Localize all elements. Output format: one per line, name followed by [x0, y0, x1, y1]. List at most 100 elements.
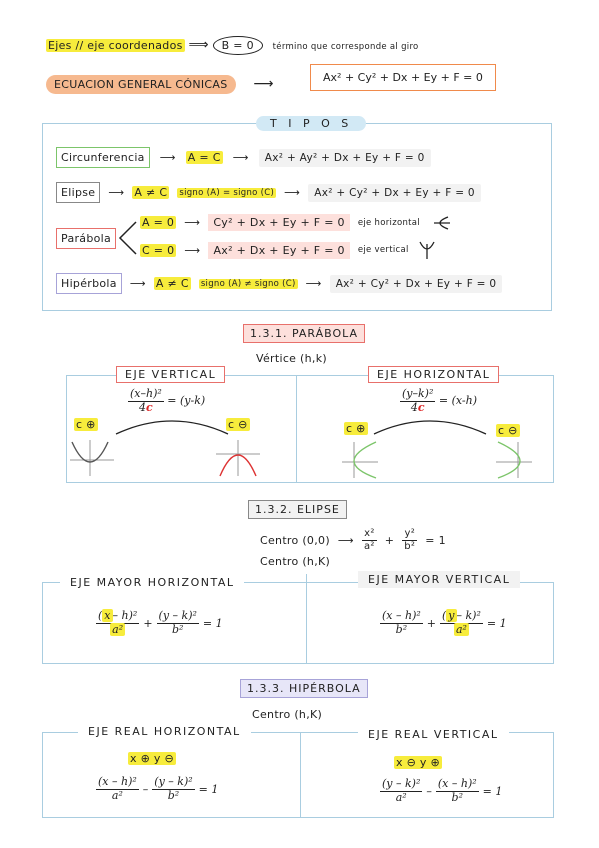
elipse-section-title: 1.3.2. ELIPSE	[248, 500, 347, 519]
right-c-positive: c ⊕	[344, 422, 368, 435]
paren-open: (	[442, 609, 447, 622]
a-squared-den: a²	[110, 622, 126, 636]
hiperbola-vertical-formula: (y – k)² a² – (x – h)² b² = 1	[380, 777, 503, 804]
header-line2: ECUACION GENERAL CÓNICAS ⟶	[46, 75, 288, 94]
row-elipse: Elipse ⟶ A ≠ C signo (A) = signo (C) ⟶ A…	[56, 182, 481, 203]
b-squared: b²	[404, 540, 416, 552]
equals-one: = 1	[482, 784, 503, 798]
parabola-opens-left-icon	[496, 441, 532, 479]
hiper-equation: Ax² + Cy² + Dx + Ey + F = 0	[329, 274, 503, 293]
elipse-sign-condition: signo (A) = signo (C)	[177, 187, 277, 198]
arrow: ⟶	[284, 186, 301, 199]
row-parabola-a0: A = 0 ⟶ Cy² + Dx + Ey + F = 0 eje horizo…	[140, 214, 452, 231]
x-term-num: (x – h)²	[96, 775, 139, 790]
hiperbola-frame	[42, 732, 554, 818]
row-circunferencia: Circunferencia ⟶ A = C ⟶ Ax² + Ay² + Dx …	[56, 147, 431, 168]
arrow: ⟶	[232, 151, 249, 164]
a-squared: a²	[364, 540, 375, 552]
parabola-section-title: 1.3.1. PARÁBOLA	[243, 324, 366, 343]
axes-label: Ejes // eje coordenados	[46, 39, 185, 52]
parabola-frame	[66, 375, 554, 483]
parabola-vertex: Vértice (h,k)	[256, 352, 327, 365]
a-squared-den: a²	[395, 790, 407, 804]
elipse-center-hk: Centro (h,K)	[260, 555, 331, 568]
plus-sign: +	[426, 616, 436, 630]
arrow: ⟶	[184, 216, 201, 229]
hiperbola-center: Centro (h,K)	[252, 708, 323, 721]
general-equation-box: Ax² + Cy² + Dx + Ey + F = 0	[310, 64, 496, 91]
hiperbola-section-title: 1.3.3. HIPÉRBOLA	[240, 679, 368, 698]
hiperbola-divider	[300, 732, 301, 818]
equals-one: = 1	[425, 533, 446, 547]
arrow: ⟶	[337, 533, 354, 547]
center-origin-label: Centro (0,0)	[260, 533, 330, 547]
elipse-right-title: EJE MAYOR VERTICAL	[358, 571, 521, 588]
elipse-center-origin: Centro (0,0) ⟶ x² a² + y² b² = 1	[260, 528, 446, 552]
formula-numerator: (x–h)²	[128, 387, 164, 402]
par-a0-cond: A = 0	[140, 216, 177, 229]
plus-sign: +	[143, 616, 153, 630]
y-term-num: (y – k)²	[156, 609, 199, 624]
hiperbola-horizontal-formula: (x – h)² a² – (y – k)² b² = 1	[96, 775, 219, 802]
circ-condition: A = C	[185, 151, 223, 164]
minus-k-squared: – k)²	[456, 609, 481, 622]
hiperbola-right-title: EJE REAL VERTICAL	[358, 728, 509, 741]
x-term-num: (x – h)²	[435, 777, 479, 792]
par-c0-note: eje vertical	[357, 245, 409, 255]
x-variable: x	[102, 609, 113, 622]
par-c0-eq: Ax² + Dx + Ey + F = 0	[208, 241, 350, 259]
parabola-vertical-formula: (x–h)² 4c = (y-k)	[128, 387, 206, 414]
circ-equation: Ax² + Ay² + Dx + Ey + F = 0	[258, 148, 431, 167]
hiperbola-label: Hipérbola	[56, 273, 122, 294]
plus-sign: +	[384, 533, 395, 547]
elipse-divider	[306, 574, 307, 664]
hiperbola-left-signs: x ⊕ y ⊖	[128, 752, 177, 765]
equals-one: = 1	[202, 616, 223, 630]
den-c: c	[417, 400, 425, 414]
hiperbola-left-title: EJE REAL HORIZONTAL	[78, 725, 251, 738]
arrow: ⟶	[159, 151, 176, 164]
left-c-negative: c ⊖	[226, 418, 250, 431]
circunferencia-label: Circunferencia	[56, 147, 150, 168]
x-squared: x²	[362, 528, 377, 541]
rotation-note: término que corresponde al giro	[272, 42, 419, 52]
equals-one: = 1	[486, 616, 507, 630]
formula-rhs: = (y-k)	[167, 394, 206, 408]
vertex-arc-left	[115, 420, 229, 435]
elipse-frame	[42, 582, 554, 664]
elipse-equation: Ax² + Cy² + Dx + Ey + F = 0	[308, 183, 481, 202]
implies-arrow: ⟹	[188, 37, 209, 53]
arrow-to-eq: ⟶	[253, 76, 274, 92]
parabola-opens-right-icon	[342, 441, 378, 479]
left-c-positive: c ⊕	[74, 418, 98, 431]
par-c0-cond: C = 0	[140, 243, 177, 257]
arrow: ⟶	[108, 186, 125, 199]
parabola-opens-down-icon	[216, 440, 260, 477]
b-squared-den: b²	[395, 622, 408, 636]
parabola-label: Parábola	[56, 228, 117, 249]
elipse-horizontal-formula: (x– h)² a² + (y – k)² b² = 1	[96, 609, 223, 636]
den-four: 4	[139, 400, 147, 414]
horizontal-parabola-icon	[433, 215, 450, 230]
arrow: ⟶	[184, 243, 201, 257]
y-variable: y	[446, 609, 457, 622]
paren-open: (	[98, 609, 103, 622]
header-line1: Ejes // eje coordenados ⟹ B = 0 término …	[46, 36, 419, 55]
den-four: 4	[410, 400, 418, 414]
hiper-sign-condition: signo (A) ≠ signo (C)	[198, 278, 298, 289]
minus-sign: –	[142, 782, 149, 796]
parabola-opens-up-icon	[70, 440, 114, 476]
elipse-left-title: EJE MAYOR HORIZONTAL	[60, 576, 245, 589]
elipse-label: Elipse	[56, 182, 101, 203]
b-squared-den: b²	[167, 788, 180, 802]
elipse-condition: A ≠ C	[132, 186, 170, 199]
b-squared-den: b²	[451, 790, 463, 804]
b-zero-circled: B = 0	[212, 36, 263, 55]
vertical-parabola-icon	[419, 241, 435, 259]
vertex-arc-right	[373, 420, 487, 435]
parabola-left-title: EJE VERTICAL	[116, 366, 226, 383]
par-a0-eq: Cy² + Dx + Ey + F = 0	[208, 214, 350, 231]
arrow: ⟶	[305, 277, 322, 290]
equals-one: = 1	[198, 782, 219, 796]
arrow: ⟶	[129, 277, 146, 290]
